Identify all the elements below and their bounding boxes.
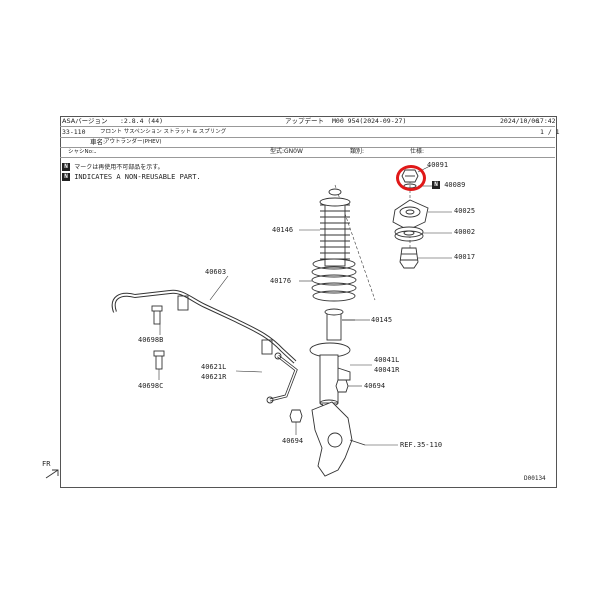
non-reusable-marker-icon: N [62, 173, 70, 181]
part-label-40025: 40025 [454, 207, 476, 215]
note-en: N INDICATES A NON-REUSABLE PART. [62, 173, 201, 181]
part-label-40146: 40146 [272, 226, 294, 234]
part-label-40603: 40603 [205, 268, 227, 276]
strut-upper-40145 [324, 308, 355, 341]
bolt-40698c [153, 350, 165, 370]
part-label-40694-strut: 40694 [364, 382, 386, 390]
part-label-40621r: 40621R [201, 373, 227, 381]
update-label: アップデート [285, 117, 324, 125]
front-label: FR [42, 460, 51, 468]
model-value: アウトランダー(PHEV) [104, 139, 162, 145]
type-label: 型式:GN0W [270, 148, 303, 155]
time: 17:42 [536, 117, 556, 125]
part-label-40698b: 40698B [138, 336, 164, 344]
part-label-40041r: 40041R [374, 366, 400, 374]
non-reusable-marker-icon: N [62, 163, 70, 171]
header-row-3: 車名: アウトランダー(PHEV) [60, 137, 555, 148]
bolt-40698b [151, 305, 163, 325]
model-label: 車名: [90, 138, 106, 146]
coil-spring-40176 [311, 258, 357, 302]
bump-stopper-40017 [399, 247, 419, 269]
part-label-40002: 40002 [454, 228, 476, 236]
date: 2024/10/06 [500, 117, 540, 125]
part-label-40176: 40176 [270, 277, 292, 285]
note-en-text: INDICATES A NON-REUSABLE PART. [74, 173, 201, 181]
stabilizer-link-40621 [266, 352, 298, 404]
category-label: 類別: [350, 148, 365, 155]
highlight-circle [396, 165, 426, 191]
header-row-2: 33-110 フロント サスペンション ストラット & スプリング 1 / 1 [60, 127, 560, 138]
dust-boot-40146 [319, 188, 351, 267]
part-label-40698c: 40698C [138, 382, 164, 390]
steering-knuckle [311, 401, 366, 477]
header-row-1: ASAバージョン :2.8.4 (44) アップデート M00 954(2024… [60, 116, 556, 127]
bearing-40002 [394, 226, 424, 242]
front-arrow-icon [45, 469, 59, 479]
part-label-40694-lower: 40694 [282, 437, 304, 445]
version-label: ASAバージョン [62, 117, 108, 125]
part-number: 40089 [444, 181, 466, 189]
part-label-40621l: 40621L [201, 363, 227, 371]
nut-40694-strut [335, 379, 349, 393]
ref-label: REF.35-110 [400, 441, 443, 449]
mount-40025 [392, 199, 429, 231]
chassis-label: シャシNo: [68, 149, 94, 155]
part-label-40089: N 40089 [432, 181, 465, 189]
stabilizer-bar-40603 [111, 289, 297, 364]
header-row-4: シャシNo: - 型式:GN0W 類別: 仕様: [60, 147, 555, 158]
part-label-40041l: 40041L [374, 356, 400, 364]
page-number: 1 / 1 [540, 128, 560, 136]
note-jp: N マークは再使用不可部品を示す。 [62, 162, 164, 171]
non-reusable-marker-icon: N [432, 181, 440, 189]
spec-label: 仕様: [410, 148, 425, 155]
chassis-value: - [94, 148, 97, 156]
part-label-40017: 40017 [454, 253, 476, 261]
diagram-frame [60, 116, 557, 488]
update-value: M00 954(2024-09-27) [332, 117, 407, 125]
nut-40694-lower [289, 409, 303, 423]
part-label-40145: 40145 [371, 316, 393, 324]
group-code: 33-110 [62, 128, 86, 136]
part-label-40091: 40091 [427, 161, 449, 169]
diagram-code: D00134 [524, 475, 546, 482]
version-value: :2.8.4 (44) [120, 117, 164, 125]
note-jp-text: マークは再使用不可部品を示す。 [74, 164, 164, 171]
group-name: フロント サスペンション ストラット & スプリング [100, 129, 227, 135]
